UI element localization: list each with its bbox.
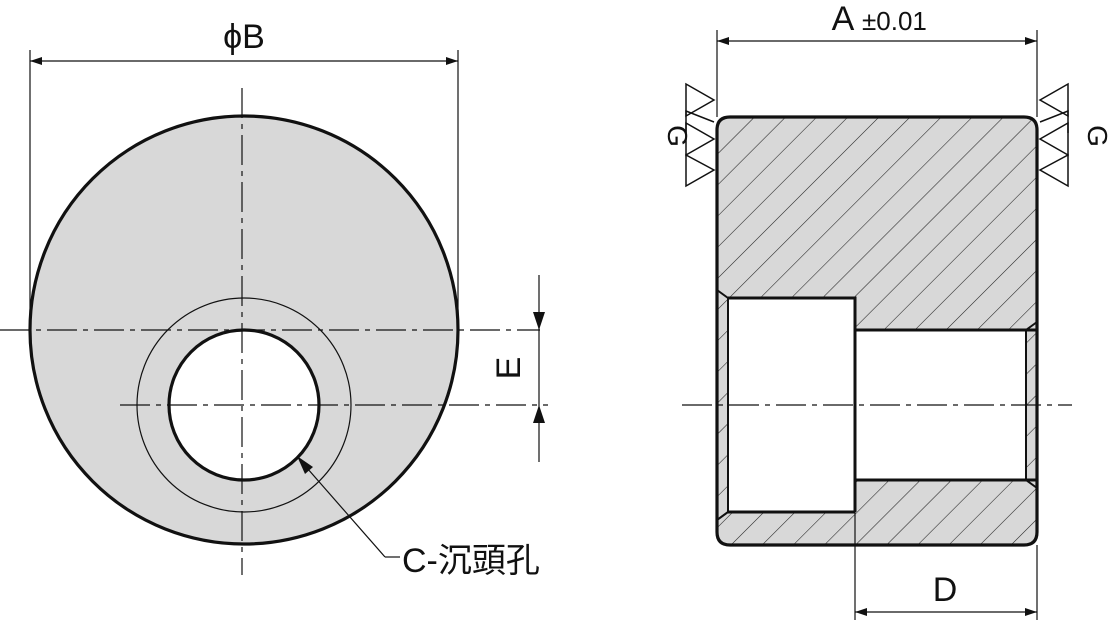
arrow-e-top bbox=[533, 312, 545, 330]
label-tolerance-a: ±0.01 bbox=[862, 6, 927, 36]
label-flatness-right: G bbox=[1082, 125, 1108, 147]
label-counterbore-c: C-沉頭孔 bbox=[402, 542, 540, 580]
cavity-outline bbox=[728, 296, 1037, 514]
label-width-a: A bbox=[832, 0, 855, 38]
surface-finish-symbol-right bbox=[1038, 82, 1069, 188]
label-diameter-b: ϕB bbox=[223, 18, 265, 56]
leader-c bbox=[299, 459, 386, 558]
arrow-c bbox=[297, 456, 313, 474]
arrow-e-bottom bbox=[533, 405, 545, 423]
surface-finish-symbol-left bbox=[685, 82, 716, 188]
label-e: E bbox=[490, 357, 528, 380]
label-depth-d: D bbox=[933, 571, 958, 609]
label-flatness-left: G bbox=[662, 125, 693, 147]
counterbore-chamfer-bottom bbox=[716, 511, 729, 521]
front-view: ϕB E C-沉頭孔 bbox=[0, 18, 548, 580]
section-view: A ±0.01 D G G bbox=[662, 0, 1108, 620]
